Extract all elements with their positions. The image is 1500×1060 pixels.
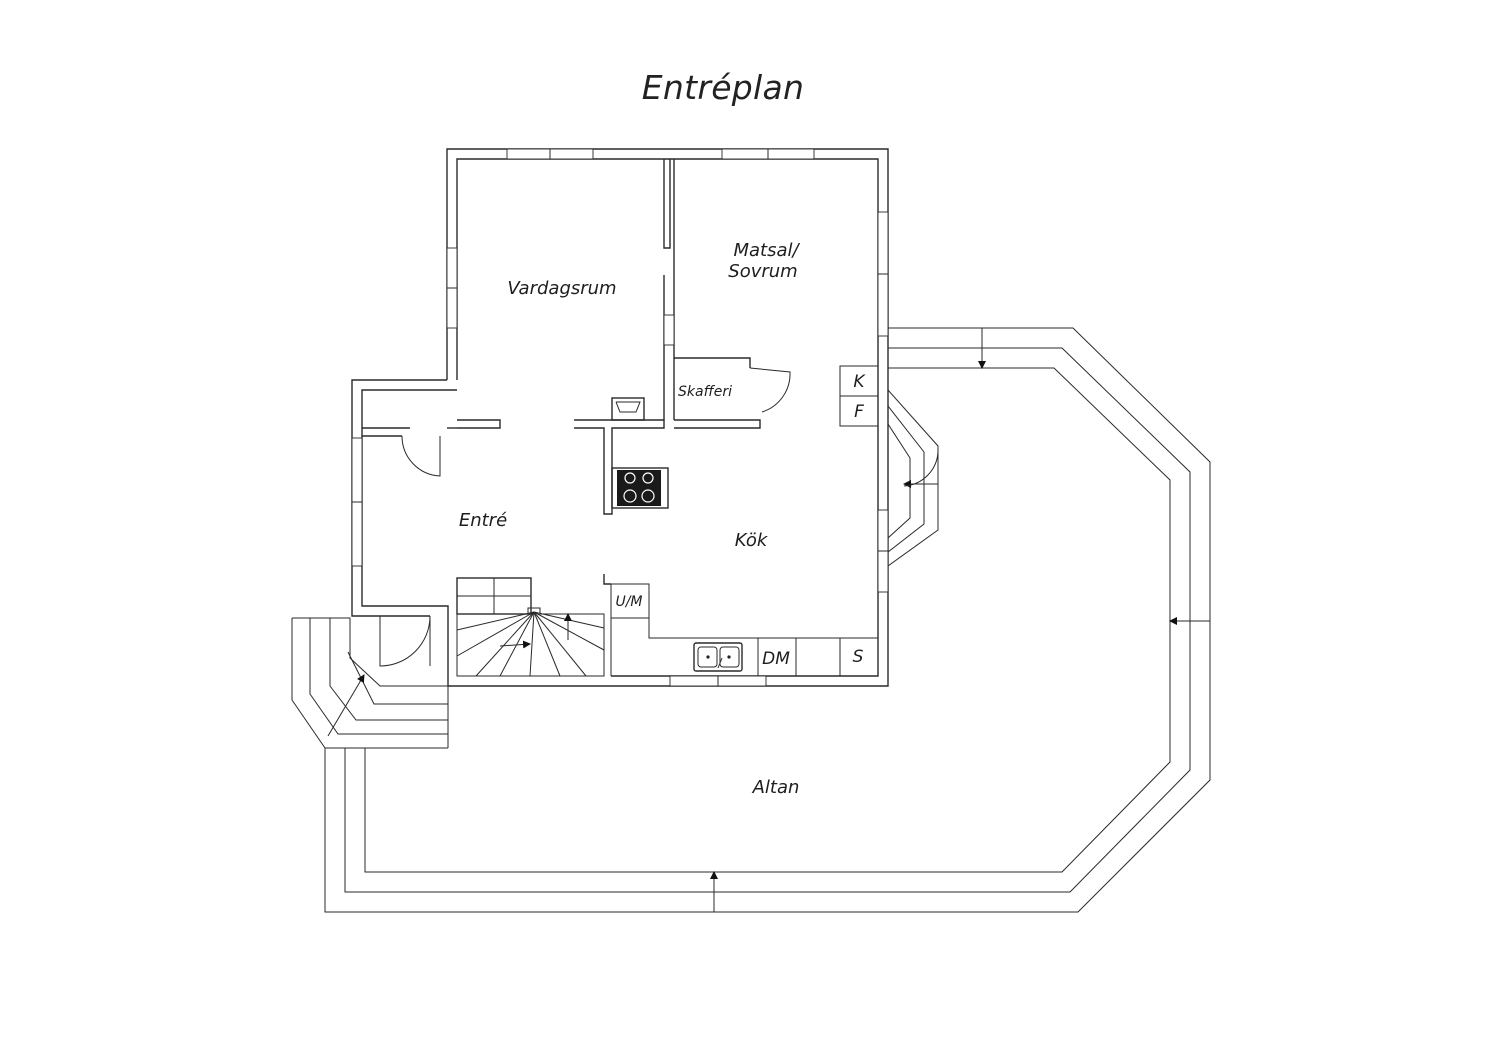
room-label-matsal-line2: Sovrum bbox=[728, 261, 797, 282]
fixture-label-s: S bbox=[853, 647, 864, 667]
room-label-matsal-line1: Matsal/ bbox=[733, 240, 800, 261]
plan-title: Entréplan bbox=[641, 68, 805, 107]
exterior-walls bbox=[351, 148, 889, 687]
fixture-label-f: F bbox=[854, 402, 864, 422]
fixture-label-um: U/M bbox=[615, 594, 642, 610]
kitchen-counters bbox=[603, 365, 879, 676]
room-label-vardagsrum: Vardagsrum bbox=[507, 278, 616, 299]
staircase bbox=[456, 577, 605, 677]
fixture-label-k: K bbox=[853, 372, 866, 392]
deck-outline bbox=[324, 327, 1211, 913]
stove bbox=[611, 467, 669, 509]
deck-arrows bbox=[710, 328, 1210, 912]
room-label-skafferi: Skafferi bbox=[678, 384, 732, 400]
windows bbox=[351, 148, 889, 687]
room-label-entre: Entré bbox=[459, 510, 507, 531]
room-label-kok: Kök bbox=[735, 530, 769, 551]
sink bbox=[693, 642, 743, 672]
interior-walls bbox=[362, 159, 791, 667]
fixture-label-dm: DM bbox=[762, 649, 790, 669]
entry-steps bbox=[291, 617, 448, 749]
room-label-altan: Altan bbox=[752, 777, 800, 798]
bay-steps bbox=[887, 389, 939, 567]
